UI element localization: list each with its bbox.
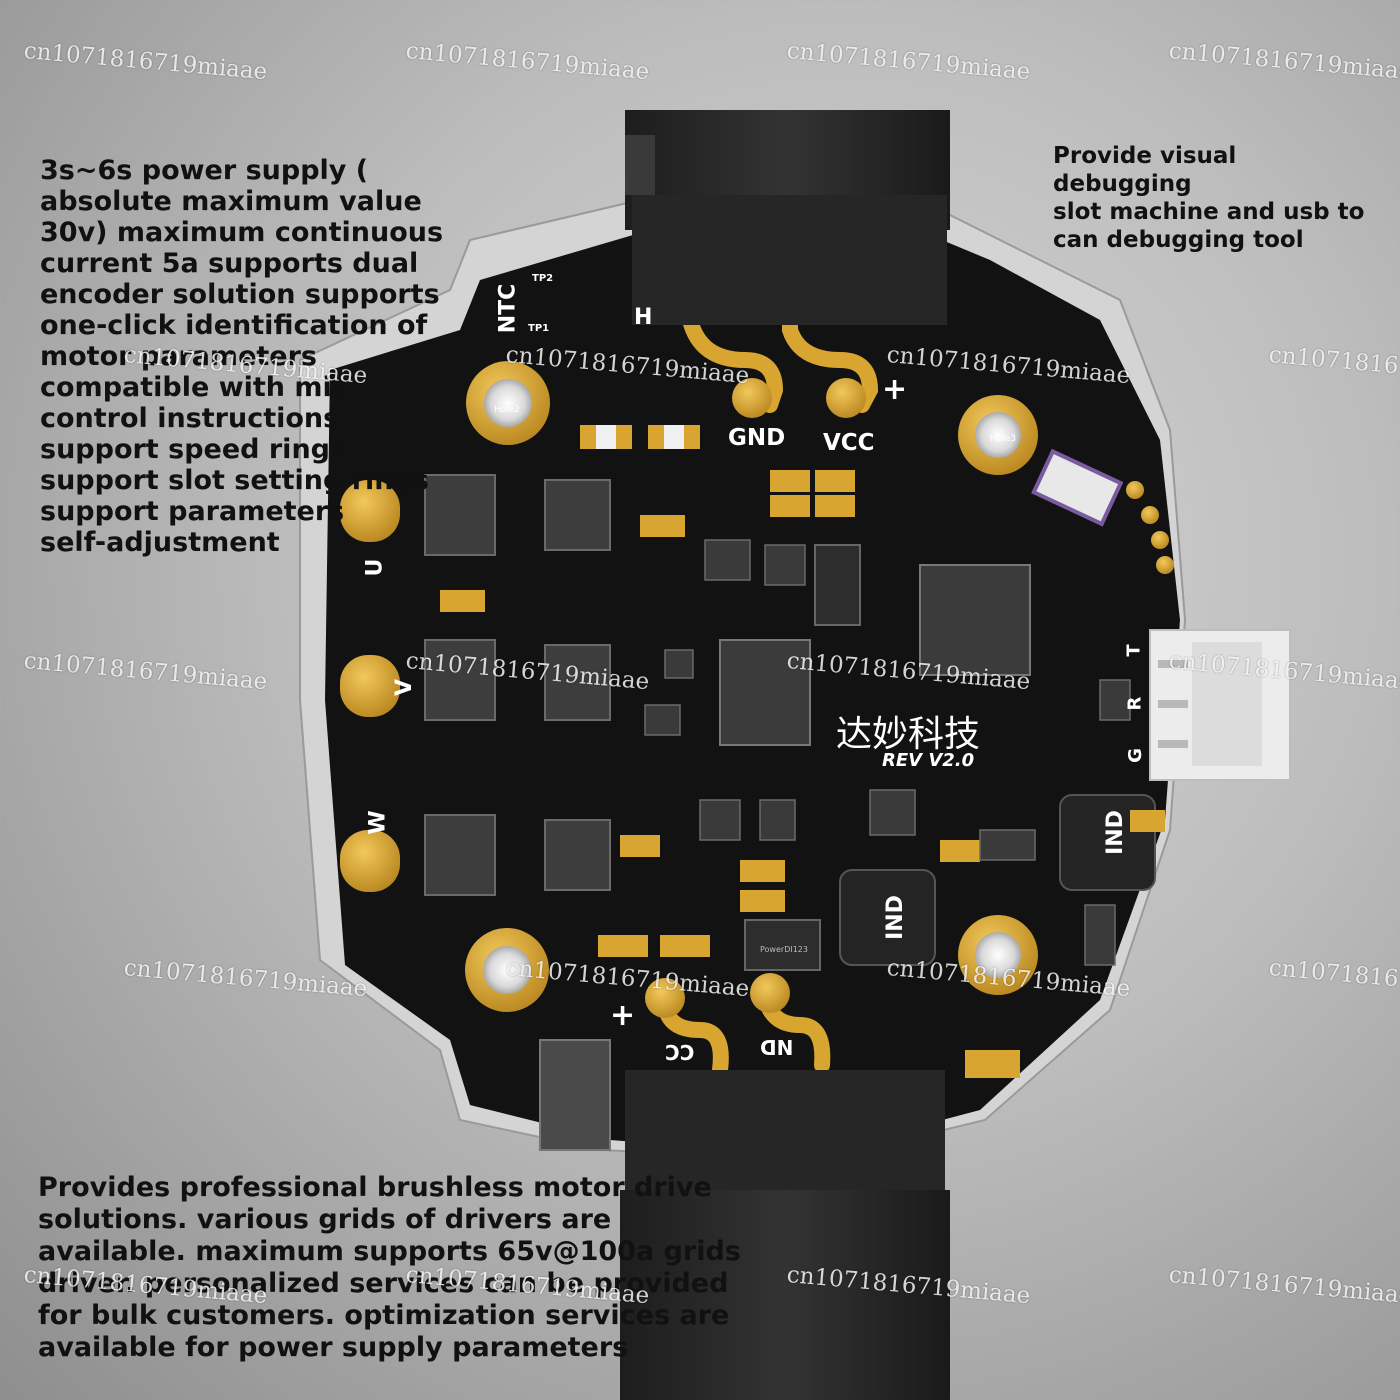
v-label: V bbox=[392, 678, 418, 697]
w-label: W bbox=[365, 810, 391, 835]
vcc-solder-bottom bbox=[645, 978, 685, 1018]
plus-label-bottom: + bbox=[610, 998, 636, 1033]
mount-hole-bl bbox=[465, 928, 549, 1012]
mount-hole-br bbox=[958, 915, 1038, 995]
crystal bbox=[1031, 448, 1124, 527]
vcc-solder-top bbox=[826, 378, 866, 418]
ind-label-2: IND bbox=[1102, 810, 1128, 855]
power-connector-bottom bbox=[620, 1070, 950, 1400]
pad-u bbox=[340, 480, 400, 542]
inductor-1 bbox=[839, 869, 936, 966]
plus-label-top: + bbox=[882, 372, 908, 407]
feature-callout-left: 3s~6s power supply ( absolute maximum va… bbox=[40, 155, 444, 558]
pad-w bbox=[340, 830, 400, 892]
gnd-label-top: GND bbox=[728, 425, 786, 451]
vcc-label-top: VCC bbox=[823, 430, 875, 456]
hole3-label: Hole3 bbox=[990, 434, 1017, 444]
mount-hole-tr bbox=[958, 395, 1038, 475]
feature-callout-bottom: Provides professional brushless motor dr… bbox=[38, 1172, 741, 1363]
nd-label-bottom: ND bbox=[760, 1035, 794, 1059]
sot-transistors bbox=[644, 539, 1131, 966]
ntc-label: NTC bbox=[495, 283, 521, 334]
brand-label: 达妙科技 bbox=[836, 714, 981, 755]
cc-label-bottom: CC bbox=[665, 1040, 695, 1064]
g-label: G bbox=[1124, 748, 1146, 763]
tp1-label: TP1 bbox=[528, 323, 550, 334]
power-connector-top bbox=[625, 110, 950, 325]
hole2-label: Hole2 bbox=[494, 405, 521, 415]
u-label: U bbox=[362, 558, 388, 577]
tvs-diode-2 bbox=[744, 919, 821, 971]
tvs-diode-1 bbox=[814, 544, 861, 626]
h-label: H bbox=[634, 305, 653, 330]
gnd-solder-bottom bbox=[750, 973, 790, 1013]
vcc-wire-top bbox=[782, 282, 879, 413]
pad-v bbox=[340, 655, 400, 717]
power-diode bbox=[539, 1039, 611, 1151]
mount-hole-tl bbox=[466, 361, 550, 445]
feature-callout-right: Provide visual debugging slot machine an… bbox=[1053, 143, 1365, 253]
debug-header bbox=[1126, 481, 1174, 574]
mcu-chip bbox=[919, 564, 1031, 676]
passive-components bbox=[440, 425, 1165, 1078]
revision-label: REV V2.0 bbox=[882, 750, 975, 771]
tp2-label: TP2 bbox=[532, 273, 554, 284]
driver-chip bbox=[719, 639, 811, 746]
jst-connector bbox=[1149, 629, 1291, 781]
t-label: T bbox=[1123, 644, 1145, 657]
powerdi-label: PowerDI123 bbox=[760, 945, 808, 954]
gnd-wire-top bbox=[680, 282, 784, 413]
r-label: R bbox=[1124, 696, 1146, 711]
ind-label-1: IND bbox=[882, 895, 908, 940]
mosfet-array bbox=[424, 474, 611, 896]
gnd-solder-top bbox=[732, 378, 772, 418]
